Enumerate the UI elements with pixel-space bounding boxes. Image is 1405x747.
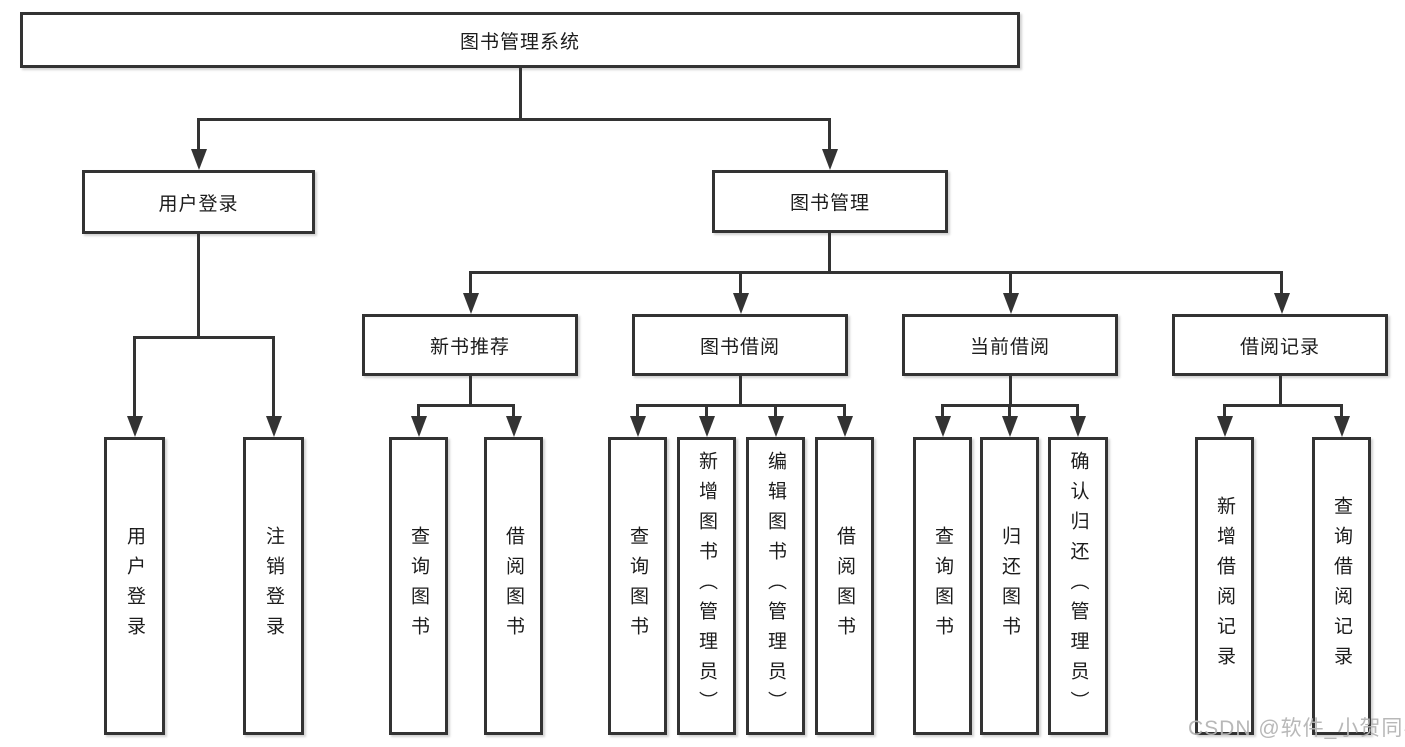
node-book-borrow-label: 图书借阅 [699,336,780,358]
arrowhead-to-borrow-records [1273,271,1290,314]
arrowhead-to-query-books-current [934,404,951,437]
arrowhead-to-query-books-borrow [629,404,646,437]
leaf-query-books-current: 查询图书 [913,437,972,735]
node-current-borrow-label: 当前借阅 [969,336,1050,358]
leaf-query-borrow-record: 查询借阅记录 [1312,437,1371,735]
leaf-edit-book-admin-label: 编辑图书（管理员） [765,451,786,721]
arrowhead-to-user-login [190,118,207,170]
leaf-add-borrow-record: 新增借阅记录 [1195,437,1254,735]
arrowhead-to-query-books-recommend [410,404,427,437]
leaf-logout-label: 注销登录 [263,526,284,646]
arrowhead-to-query-borrow-record [1333,404,1350,437]
connector-user-login-stem [197,234,200,338]
node-borrow-records: 借阅记录 [1172,314,1388,376]
connector-recommend-stem [469,376,472,406]
leaf-borrow-books-recommend-label: 借阅图书 [503,526,524,646]
leaf-query-books-recommend: 查询图书 [389,437,448,735]
leaf-borrow-books-label: 借阅图书 [834,526,855,646]
connector-root-stem [519,68,522,120]
arrowhead-to-return-book [1001,404,1018,437]
leaf-confirm-return-admin-label: 确认归还（管理员） [1067,451,1089,721]
connector-book-management-bar [469,271,1283,274]
node-user-login: 用户登录 [82,170,315,234]
arrowhead-to-add-borrow-record [1216,404,1233,437]
leaf-borrow-books: 借阅图书 [815,437,874,735]
connector-records-stem [1279,376,1282,406]
leaf-borrow-books-recommend: 借阅图书 [484,437,543,735]
node-user-login-label: 用户登录 [158,193,239,215]
node-borrow-records-label: 借阅记录 [1239,336,1320,358]
arrowhead-to-book-borrow [732,271,749,314]
arrowhead-to-add-book-admin [698,404,715,437]
arrowhead-to-book-management [821,118,838,170]
node-root-label: 图书管理系统 [459,31,580,53]
connector-book-management-stem [828,233,831,274]
arrowhead-to-new-book-recommend [462,271,479,314]
node-book-management-label: 图书管理 [789,193,870,214]
connector-root-bar [197,118,831,121]
node-new-book-recommend-label: 新书推荐 [429,336,510,358]
leaf-add-book-admin-label: 新增图书（管理员） [696,451,717,721]
node-root: 图书管理系统 [20,12,1020,68]
leaf-logout: 注销登录 [243,437,304,735]
leaf-return-book-label: 归还图书 [999,526,1020,646]
arrowhead-to-borrow-books-recommend [505,404,522,437]
arrowhead-to-leaf-logout [265,336,282,437]
leaf-query-books-current-label: 查询图书 [932,526,953,646]
leaf-add-borrow-record-label: 新增借阅记录 [1214,496,1235,676]
leaf-confirm-return-admin: 确认归还（管理员） [1048,437,1108,735]
arrowhead-to-edit-book-admin [767,404,784,437]
node-current-borrow: 当前借阅 [902,314,1118,376]
connector-user-login-bar [133,336,275,339]
connector-borrow-bar [636,404,846,407]
connector-recommend-bar [417,404,515,407]
connector-records-bar [1223,404,1343,407]
node-book-borrow: 图书借阅 [632,314,848,376]
connector-current-stem [1009,376,1012,406]
leaf-query-borrow-record-label: 查询借阅记录 [1331,496,1352,676]
leaf-query-books-recommend-label: 查询图书 [408,526,429,646]
leaf-query-books-borrow: 查询图书 [608,437,667,735]
arrowhead-to-confirm-return-admin [1069,404,1086,437]
leaf-add-book-admin: 新增图书（管理员） [677,437,736,735]
arrowhead-to-borrow-books [836,404,853,437]
node-new-book-recommend: 新书推荐 [362,314,578,376]
leaf-edit-book-admin: 编辑图书（管理员） [746,437,805,735]
leaf-return-book: 归还图书 [980,437,1039,735]
leaf-query-books-borrow-label: 查询图书 [627,526,648,646]
leaf-user-login-label: 用户登录 [124,526,145,646]
node-book-management: 图书管理 [712,170,948,233]
connector-borrow-stem [739,376,742,406]
watermark: CSDN @软件_小贺同学 [1188,717,1405,740]
arrowhead-to-leaf-user-login [126,336,143,437]
arrowhead-to-current-borrow [1002,271,1019,314]
leaf-user-login: 用户登录 [104,437,165,735]
